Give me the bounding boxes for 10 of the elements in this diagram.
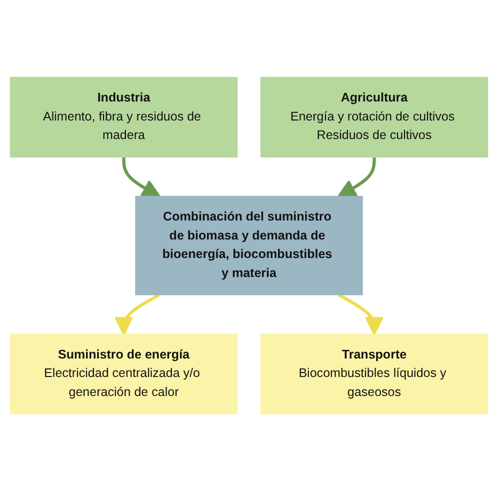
node-box bbox=[135, 196, 363, 296]
arrow bbox=[338, 293, 384, 336]
arrow bbox=[122, 157, 160, 198]
node-box bbox=[260, 334, 488, 414]
node-box bbox=[10, 76, 238, 158]
arrow bbox=[114, 293, 160, 336]
arrow bbox=[338, 157, 376, 198]
flowchart: Industria Alimento, fibra y residuos de madera Agricultura Energía y rotación de cultivos Residuos de cultivos Combinación del suministro de biomasa y demanda de bioenergía, biocombustibles y materia Suministro de energía Electricidad centralizada y/o generación de calor Transporte Biocombustibles líquidos y gaseosos bbox=[4, 70, 494, 420]
node-box bbox=[10, 334, 238, 414]
node-box bbox=[260, 76, 488, 158]
